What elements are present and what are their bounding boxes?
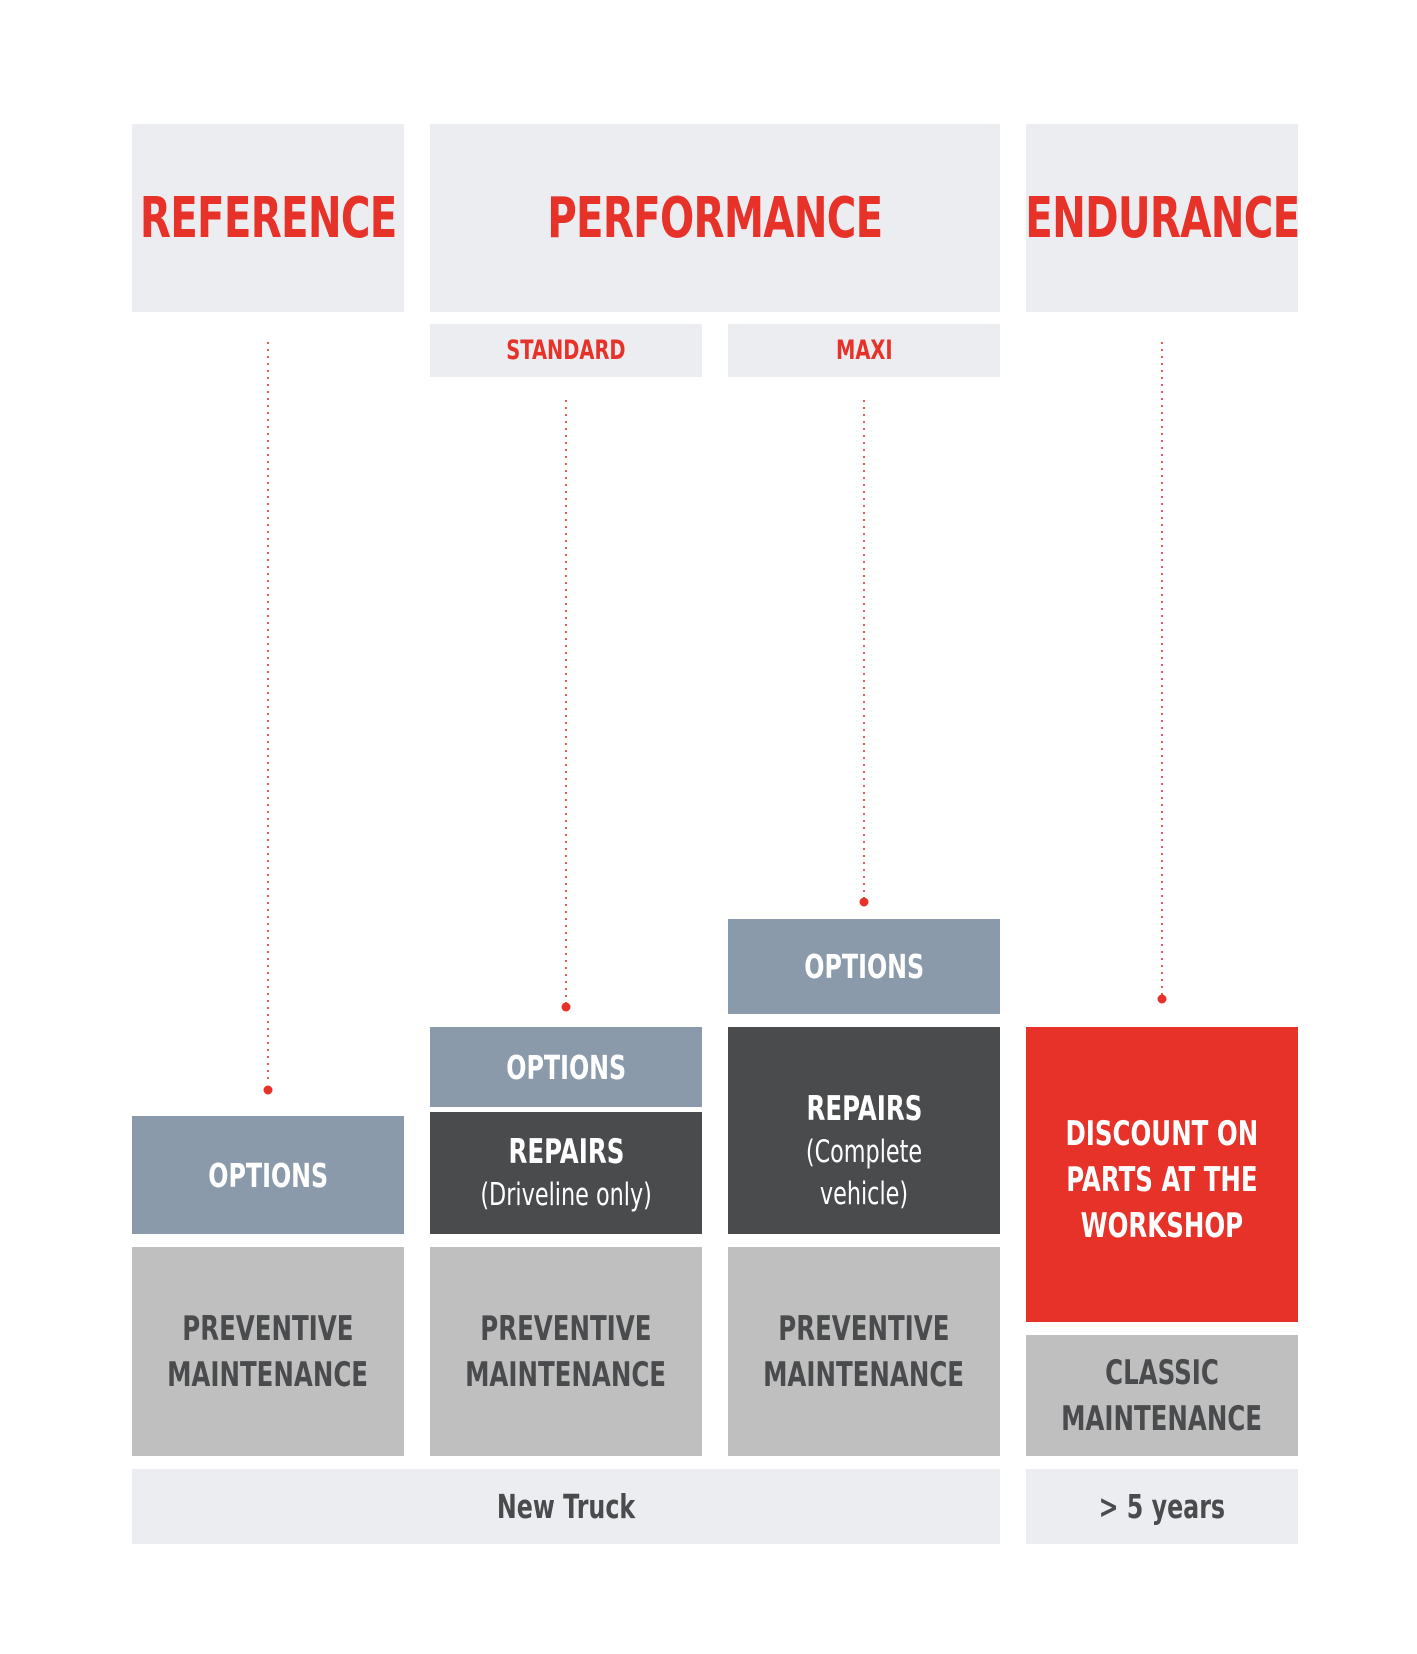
subheader-maxi-label: MAXI [835, 335, 893, 366]
maxi-repairs-label: REPAIRS [806, 1089, 922, 1129]
footer-five-years-label: > 5 years [1098, 1487, 1226, 1526]
connector-dot-reference [263, 1085, 273, 1095]
maxi-preventive-block: PREVENTIVE MAINTENANCE [728, 1247, 1000, 1456]
footer-five-years: > 5 years [1026, 1469, 1298, 1544]
endurance-discount-block: DISCOUNT ON PARTS AT THE WORKSHOP [1026, 1027, 1298, 1322]
header-reference: REFERENCE [132, 124, 404, 312]
maxi-repairs-scope: (Complete vehicle) [805, 1134, 923, 1212]
footer-new-truck: New Truck [132, 1469, 1000, 1544]
subheader-standard-label: STANDARD [506, 335, 626, 366]
standard-options-block: OPTIONS [430, 1027, 702, 1107]
reference-preventive-line2: MAINTENANCE [167, 1354, 369, 1395]
endurance-classic-block: CLASSIC MAINTENANCE [1026, 1335, 1298, 1456]
endurance-discount-line3: WORKSHOP [1080, 1206, 1244, 1246]
connector-dot-standard [561, 1002, 571, 1012]
connector-dot-maxi [859, 897, 869, 907]
header-endurance-label: ENDURANCE [1024, 185, 1300, 251]
reference-preventive-block: PREVENTIVE MAINTENANCE [132, 1247, 404, 1456]
header-performance-label: PERFORMANCE [547, 185, 883, 251]
standard-preventive-block: PREVENTIVE MAINTENANCE [430, 1247, 702, 1456]
reference-preventive-line1: PREVENTIVE [182, 1308, 354, 1349]
endurance-classic-line1: CLASSIC [1105, 1352, 1219, 1393]
standard-preventive-line1: PREVENTIVE [480, 1308, 652, 1349]
header-reference-label: REFERENCE [139, 185, 397, 251]
header-performance: PERFORMANCE [430, 124, 1000, 312]
maxi-options-block: OPTIONS [728, 919, 1000, 1014]
standard-options-label: OPTIONS [506, 1047, 626, 1087]
footer-new-truck-label: New Truck [496, 1487, 636, 1526]
maxi-preventive-line1: PREVENTIVE [778, 1308, 950, 1349]
header-endurance: ENDURANCE [1024, 124, 1300, 312]
standard-preventive-line2: MAINTENANCE [465, 1354, 667, 1395]
reference-options-label: OPTIONS [208, 1155, 328, 1195]
standard-repairs-block: REPAIRS (Driveline only) [430, 1112, 702, 1234]
maxi-preventive-line2: MAINTENANCE [763, 1354, 965, 1395]
endurance-classic-line2: MAINTENANCE [1061, 1398, 1263, 1439]
endurance-discount-line2: PARTS AT THE [1066, 1160, 1258, 1200]
subheader-standard: STANDARD [430, 324, 702, 377]
maxi-options-label: OPTIONS [804, 947, 924, 986]
standard-repairs-label: REPAIRS [508, 1132, 624, 1172]
maxi-repairs-block: REPAIRS (Complete vehicle) [728, 1027, 1000, 1234]
subheader-maxi: MAXI [728, 324, 1000, 377]
endurance-discount-line1: DISCOUNT ON [1065, 1114, 1259, 1154]
reference-options-block: OPTIONS [132, 1116, 404, 1234]
connector-dot-endurance [1157, 994, 1167, 1004]
standard-repairs-scope: (Driveline only) [480, 1177, 652, 1213]
